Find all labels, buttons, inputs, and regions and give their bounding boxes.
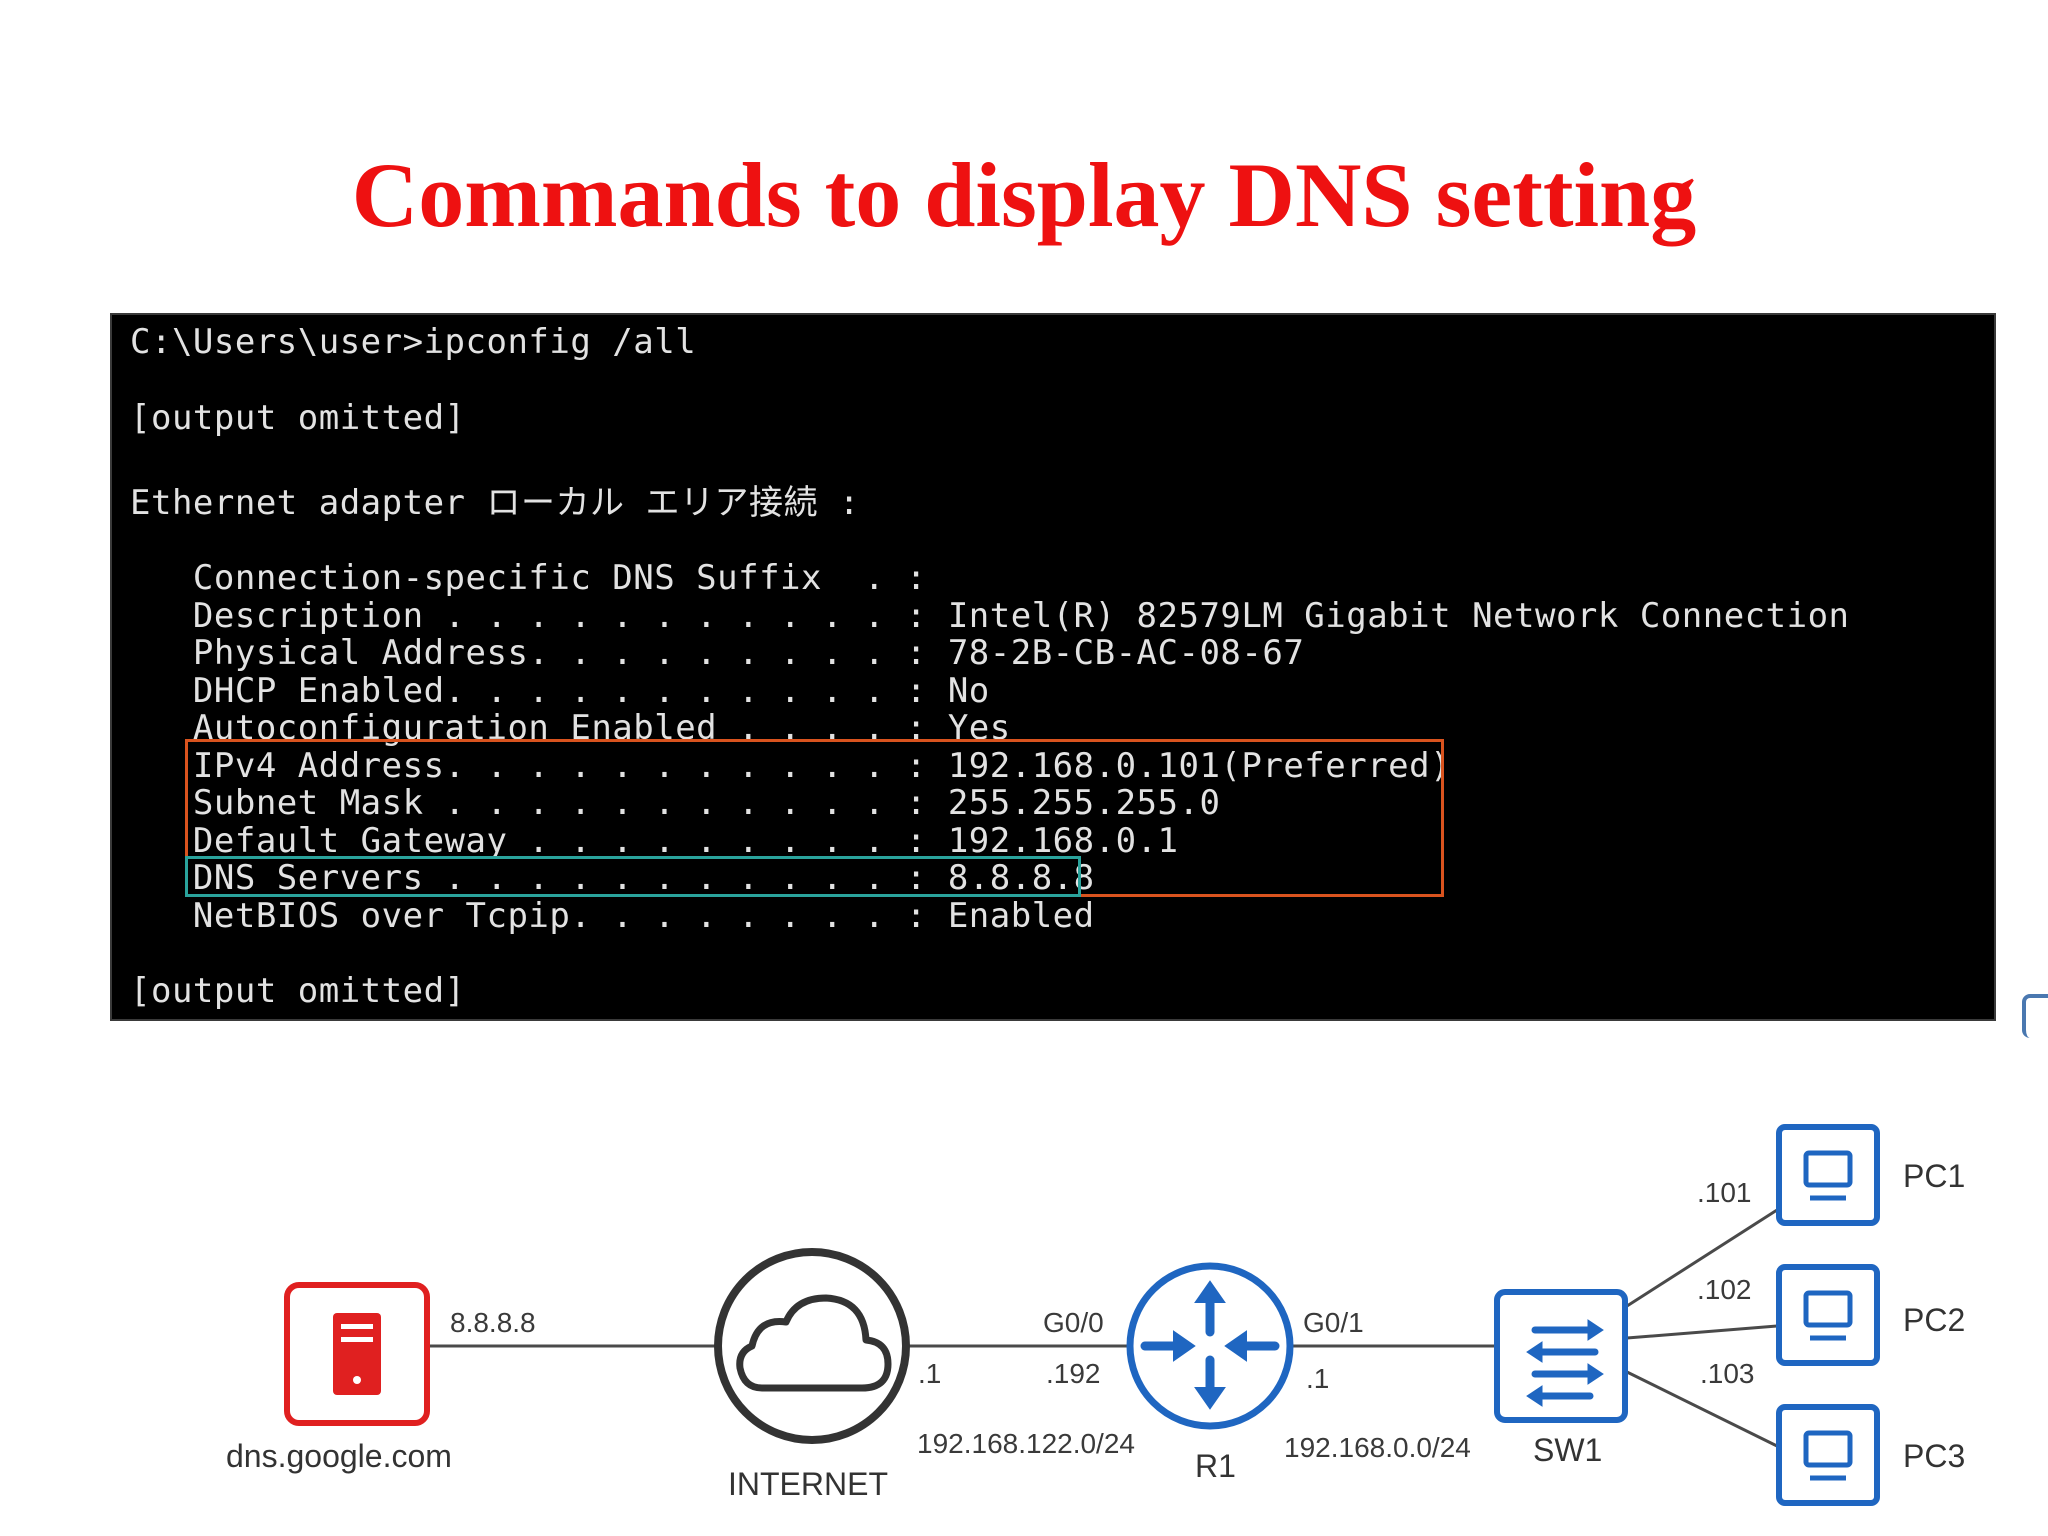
pc2-host-ip-label: .102 bbox=[1697, 1274, 1752, 1305]
internet-interface-ip-label: .1 bbox=[918, 1358, 942, 1389]
terminal-line-subnet: Subnet Mask . . . . . . . . . . . : 255.… bbox=[130, 783, 1221, 823]
pc3-host-ip-label: .103 bbox=[1700, 1358, 1755, 1389]
internet-label: INTERNET bbox=[728, 1466, 888, 1502]
lan-subnet-label: 192.168.0.0/24 bbox=[1284, 1432, 1471, 1463]
switch-label: SW1 bbox=[1533, 1432, 1603, 1468]
terminal-line-gateway: Default Gateway . . . . . . . . . : 192.… bbox=[130, 821, 1179, 861]
terminal-line: NetBIOS over Tcpip. . . . . . . . : Enab… bbox=[130, 896, 1095, 936]
switch-icon bbox=[1494, 1289, 1628, 1423]
terminal-line-adapter: Ethernet adapter ローカル エリア接続 : bbox=[130, 483, 860, 523]
terminal-line: Connection-specific DNS Suffix . : bbox=[130, 558, 927, 598]
terminal-window: C:\Users\user>ipconfig /all [output omit… bbox=[110, 313, 1996, 1021]
wan-subnet-label: 192.168.122.0/24 bbox=[917, 1428, 1135, 1459]
pc1-label: PC1 bbox=[1903, 1158, 1966, 1194]
terminal-line: Description . . . . . . . . . . . : Inte… bbox=[130, 596, 1850, 636]
r1-g01-ip-label: .1 bbox=[1306, 1363, 1330, 1394]
r1-g00-ip-label: .192 bbox=[1046, 1358, 1101, 1389]
terminal-line: DHCP Enabled. . . . . . . . . . . : No bbox=[130, 671, 990, 711]
terminal-line: [output omitted] bbox=[130, 971, 466, 1011]
terminal-line-command: C:\Users\user>ipconfig /all bbox=[130, 322, 697, 362]
r1-g01-label: G0/1 bbox=[1303, 1307, 1364, 1338]
pc-icon-pc1 bbox=[1776, 1124, 1880, 1226]
pc1-host-ip-label: .101 bbox=[1697, 1177, 1752, 1208]
server-icon bbox=[284, 1282, 430, 1426]
link-sw1-pc3 bbox=[1626, 1370, 1778, 1448]
router-icon bbox=[1126, 1262, 1294, 1430]
cropped-window-edge bbox=[2022, 994, 2048, 1038]
pc2-label: PC2 bbox=[1903, 1302, 1966, 1338]
cloud-icon bbox=[714, 1248, 910, 1444]
pc-icon-pc2 bbox=[1776, 1264, 1880, 1366]
terminal-line: Physical Address. . . . . . . . . : 78-2… bbox=[130, 633, 1305, 673]
dns-server-label: dns.google.com bbox=[226, 1438, 452, 1474]
link-sw1-pc2 bbox=[1626, 1324, 1778, 1340]
pc-icon-pc3 bbox=[1776, 1404, 1880, 1506]
pc3-label: PC3 bbox=[1903, 1438, 1966, 1474]
terminal-line-dns: DNS Servers . . . . . . . . . . . : 8.8.… bbox=[130, 858, 1095, 898]
link-sw1-pc1 bbox=[1626, 1208, 1778, 1308]
router-label: R1 bbox=[1195, 1448, 1236, 1484]
terminal-line-ipv4: IPv4 Address. . . . . . . . . . . : 192.… bbox=[130, 746, 1452, 786]
dns-servers-highlight-box bbox=[185, 856, 1081, 897]
slide-title: Commands to display DNS setting bbox=[351, 144, 1697, 246]
r1-g00-label: G0/0 bbox=[1043, 1307, 1104, 1338]
dns-server-ip-label: 8.8.8.8 bbox=[450, 1307, 536, 1338]
terminal-line: [output omitted] bbox=[130, 398, 466, 438]
